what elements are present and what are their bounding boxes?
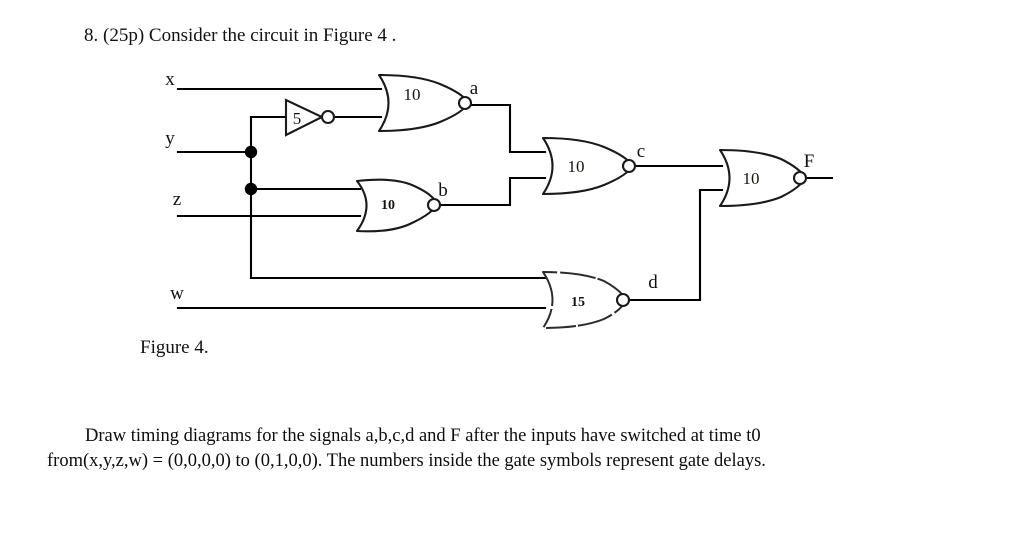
- inverter-delay-label: 5: [293, 109, 302, 128]
- figure-caption: Figure 4.: [140, 337, 209, 358]
- node-label-c: c: [637, 141, 645, 162]
- wire-b-to-gate-c: [438, 176, 547, 207]
- input-label-x: x: [165, 69, 175, 90]
- gate-d-delay-label: 15: [571, 295, 585, 310]
- gate-b-body: [355, 178, 439, 233]
- gate-d: 15: [542, 271, 631, 329]
- input-label-w: w: [170, 283, 184, 304]
- gate-b-bubble: [426, 197, 442, 213]
- junction-dot-y-lower: [244, 182, 258, 196]
- gate-a-body: [377, 73, 470, 133]
- gate-f: 10: [718, 148, 808, 208]
- junction-dot-y-upper: [244, 145, 258, 159]
- gate-c-body: [541, 136, 634, 196]
- node-label-f: F: [804, 151, 815, 172]
- gate-b-delay-label: 10: [381, 198, 395, 213]
- task-line-1: Draw timing diagrams for the signals a,b…: [85, 426, 761, 446]
- question-stem: 8. (25p) Consider the circuit in Figure …: [84, 25, 397, 46]
- gate-d-bubble: [615, 292, 631, 308]
- gate-a: 10: [377, 73, 473, 133]
- gate-a-bubble: [457, 95, 473, 111]
- gate-b: 10: [355, 178, 442, 233]
- gate-d-body: [542, 271, 627, 329]
- task-line-2: from(x,y,z,w) = (0,0,0,0) to (0,1,0,0). …: [47, 451, 766, 471]
- inverter-bubble: [320, 109, 336, 125]
- node-label-d: d: [648, 272, 658, 293]
- task-instructions: Draw timing diagrams for the signals a,b…: [47, 424, 892, 474]
- gate-c: 10: [541, 136, 637, 196]
- node-label-a: a: [470, 78, 479, 99]
- node-label-b: b: [438, 180, 448, 201]
- circuit-diagram: 5 10 10 10: [165, 69, 834, 329]
- gate-f-bubble: [792, 170, 808, 186]
- gate-inverter: 5: [284, 98, 336, 137]
- wire-group: [176, 87, 834, 310]
- gate-c-bubble: [621, 158, 637, 174]
- wire-d-to-gate-f: [629, 188, 724, 302]
- input-label-y: y: [165, 128, 175, 149]
- input-label-z: z: [173, 189, 181, 210]
- gate-f-body: [718, 148, 807, 208]
- gate-a-delay-label: 10: [404, 85, 421, 104]
- inverter-triangle: [284, 98, 325, 137]
- wire-a-to-gate-c: [469, 103, 547, 154]
- gate-f-delay-label: 10: [743, 169, 760, 188]
- gate-c-delay-label: 10: [568, 157, 585, 176]
